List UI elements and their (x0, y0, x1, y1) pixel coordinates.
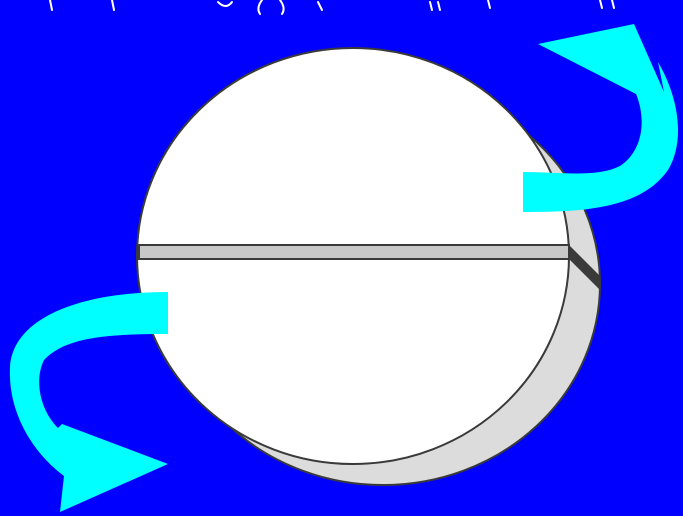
cropped-title-fragments (50, 0, 614, 14)
curved-arrow-down-right-icon (10, 292, 168, 512)
curved-arrow-up-right-icon (523, 24, 678, 212)
